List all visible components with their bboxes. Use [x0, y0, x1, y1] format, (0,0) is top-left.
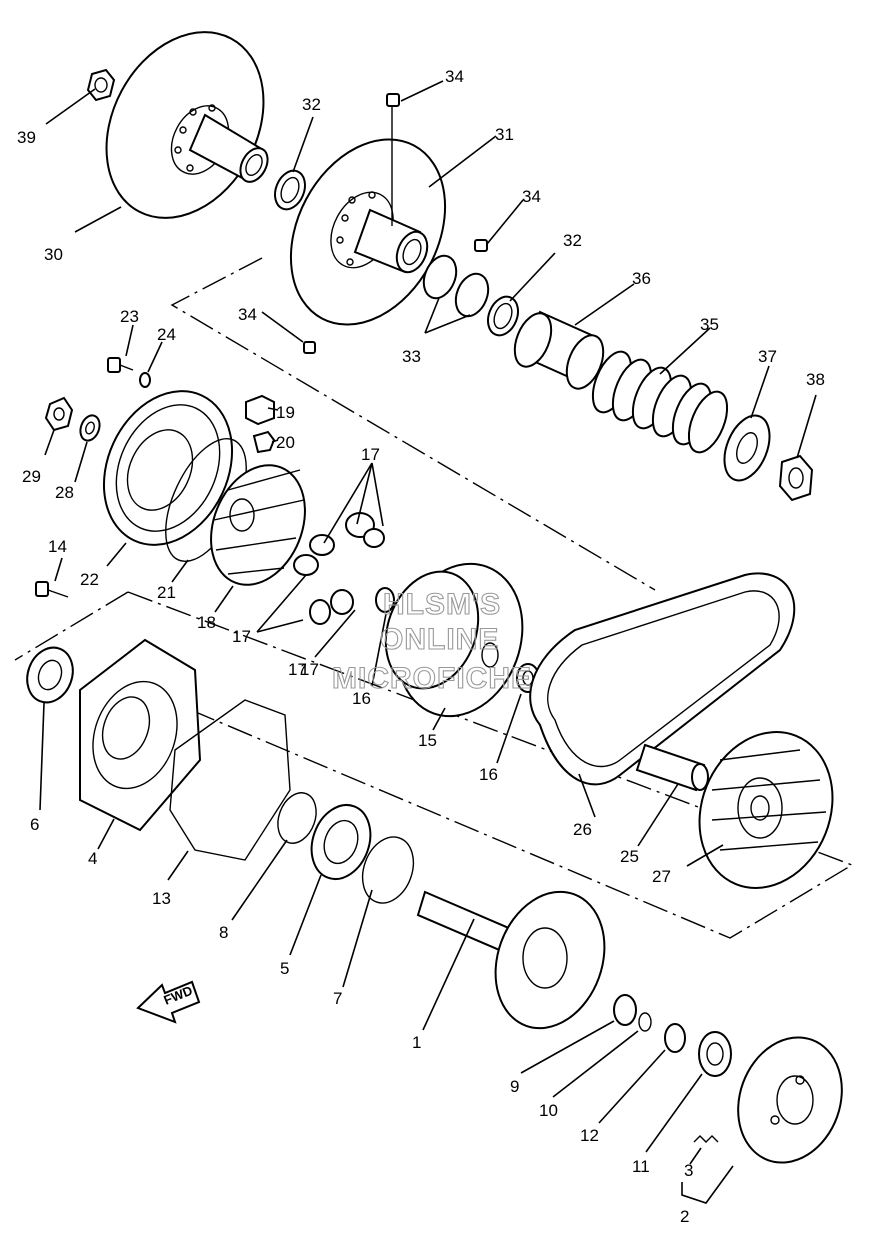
watermark-line-3: MICROFICHE — [332, 662, 532, 695]
callout-label: 5 — [280, 959, 289, 978]
callout-label: 34 — [445, 67, 464, 86]
part-39-nut — [86, 68, 116, 102]
callout-label: 2 — [680, 1207, 689, 1226]
callout-label: 6 — [30, 815, 39, 834]
callout-label: 24 — [157, 325, 176, 344]
part-11-one-way-clutch — [698, 1031, 732, 1077]
part-32-oil-seal-upper — [274, 169, 306, 211]
callout-label: 33 — [402, 347, 421, 366]
callout-label: 16 — [479, 765, 498, 784]
callout-label: 34 — [238, 305, 257, 324]
callout-labels: 1 2 3 4 5 6 7 8 9 10 11 12 13 14 15 16 1… — [17, 67, 825, 1226]
part-23-bolt — [107, 357, 134, 373]
part-22-primary-cover — [102, 390, 234, 546]
callout-label: 20 — [276, 433, 295, 452]
callout-label: 29 — [22, 467, 41, 486]
part-24-washer — [139, 372, 151, 388]
part-20-slider — [252, 430, 276, 454]
callout-label: 30 — [44, 245, 63, 264]
part-28-washer — [79, 414, 101, 442]
callout-label: 17 — [288, 660, 307, 679]
callout-label: 17 — [232, 627, 251, 646]
callout-label: 19 — [276, 403, 295, 422]
callout-label: 32 — [563, 231, 582, 250]
callout-label: 36 — [632, 269, 651, 288]
part-37-washer — [723, 414, 771, 482]
callout-label: 15 — [418, 731, 437, 750]
callout-label: 21 — [157, 583, 176, 602]
callout-label: 13 — [152, 889, 171, 908]
forward-direction-arrow-icon: FWD — [136, 980, 201, 1024]
part-8-circlip — [277, 792, 317, 844]
callout-label: 1 — [412, 1033, 421, 1052]
callout-label: 9 — [510, 1077, 519, 1096]
callout-label: 17 — [300, 660, 319, 679]
part-1-primary-shaft — [416, 890, 606, 1030]
callout-label: 18 — [197, 613, 216, 632]
part-15-primary-sliding-sheave — [384, 562, 524, 718]
part-36-spring-seat — [513, 310, 605, 390]
part-30-fixed-sheave — [105, 31, 269, 219]
part-13-gasket — [169, 699, 291, 861]
callout-label: 12 — [580, 1126, 599, 1145]
callout-label: 27 — [652, 867, 671, 886]
part-9-bearing — [613, 994, 637, 1026]
callout-label: 14 — [48, 537, 67, 556]
part-10-circlip — [638, 1012, 652, 1032]
part-5-bearing — [310, 804, 372, 880]
callout-label: 26 — [573, 820, 592, 839]
callout-label: 10 — [539, 1101, 558, 1120]
callout-label: 39 — [17, 128, 36, 147]
callout-label: 25 — [620, 847, 639, 866]
part-19-slider — [245, 394, 275, 426]
callout-label: 4 — [88, 849, 97, 868]
part-3-spring — [693, 1135, 719, 1143]
part-33-o-rings — [422, 254, 490, 318]
callout-label: 37 — [758, 347, 777, 366]
part-34-guide-pins — [303, 93, 488, 354]
part-29-nut — [44, 396, 74, 432]
part-14-bolt — [35, 581, 69, 598]
part-31-sliding-sheave — [289, 138, 447, 326]
watermark-line-1: HLSM'S — [383, 588, 501, 621]
callout-label: 23 — [120, 307, 139, 326]
watermark-line-2: ONLINE — [380, 623, 499, 656]
callout-label: 17 — [361, 445, 380, 464]
callout-label: 31 — [495, 125, 514, 144]
part-17-weight-rollers — [293, 512, 385, 625]
part-12-washer — [664, 1023, 686, 1053]
callout-leader-lines — [39, 80, 817, 1204]
callout-label: 16 — [352, 689, 371, 708]
callout-label: 38 — [806, 370, 825, 389]
callout-label: 11 — [632, 1157, 650, 1176]
part-32-oil-seal-lower — [487, 295, 519, 337]
watermark: HLSM'S ONLINE MICROFICHE — [331, 587, 532, 695]
part-38-nut — [778, 454, 814, 502]
part-4-crankcase-cover — [79, 638, 202, 832]
callout-label: 28 — [55, 483, 74, 502]
callout-label: 7 — [333, 989, 342, 1008]
callout-label: 32 — [302, 95, 321, 114]
part-6-oil-seal — [26, 646, 74, 704]
assembly-boundary-lines — [14, 257, 854, 939]
callout-label: 3 — [684, 1161, 693, 1180]
part-2-clutch-carrier — [737, 1036, 843, 1164]
part-27-primary-fixed-sheave — [698, 731, 834, 889]
part-18-cam-plate — [210, 464, 306, 586]
part-25-collar — [635, 743, 709, 792]
part-7-circlip — [361, 836, 415, 904]
callout-label: 8 — [219, 923, 228, 942]
part-35-compression-spring — [591, 350, 729, 454]
callout-label: 22 — [80, 570, 99, 589]
callout-label: 35 — [700, 315, 719, 334]
callout-label: 34 — [522, 187, 541, 206]
